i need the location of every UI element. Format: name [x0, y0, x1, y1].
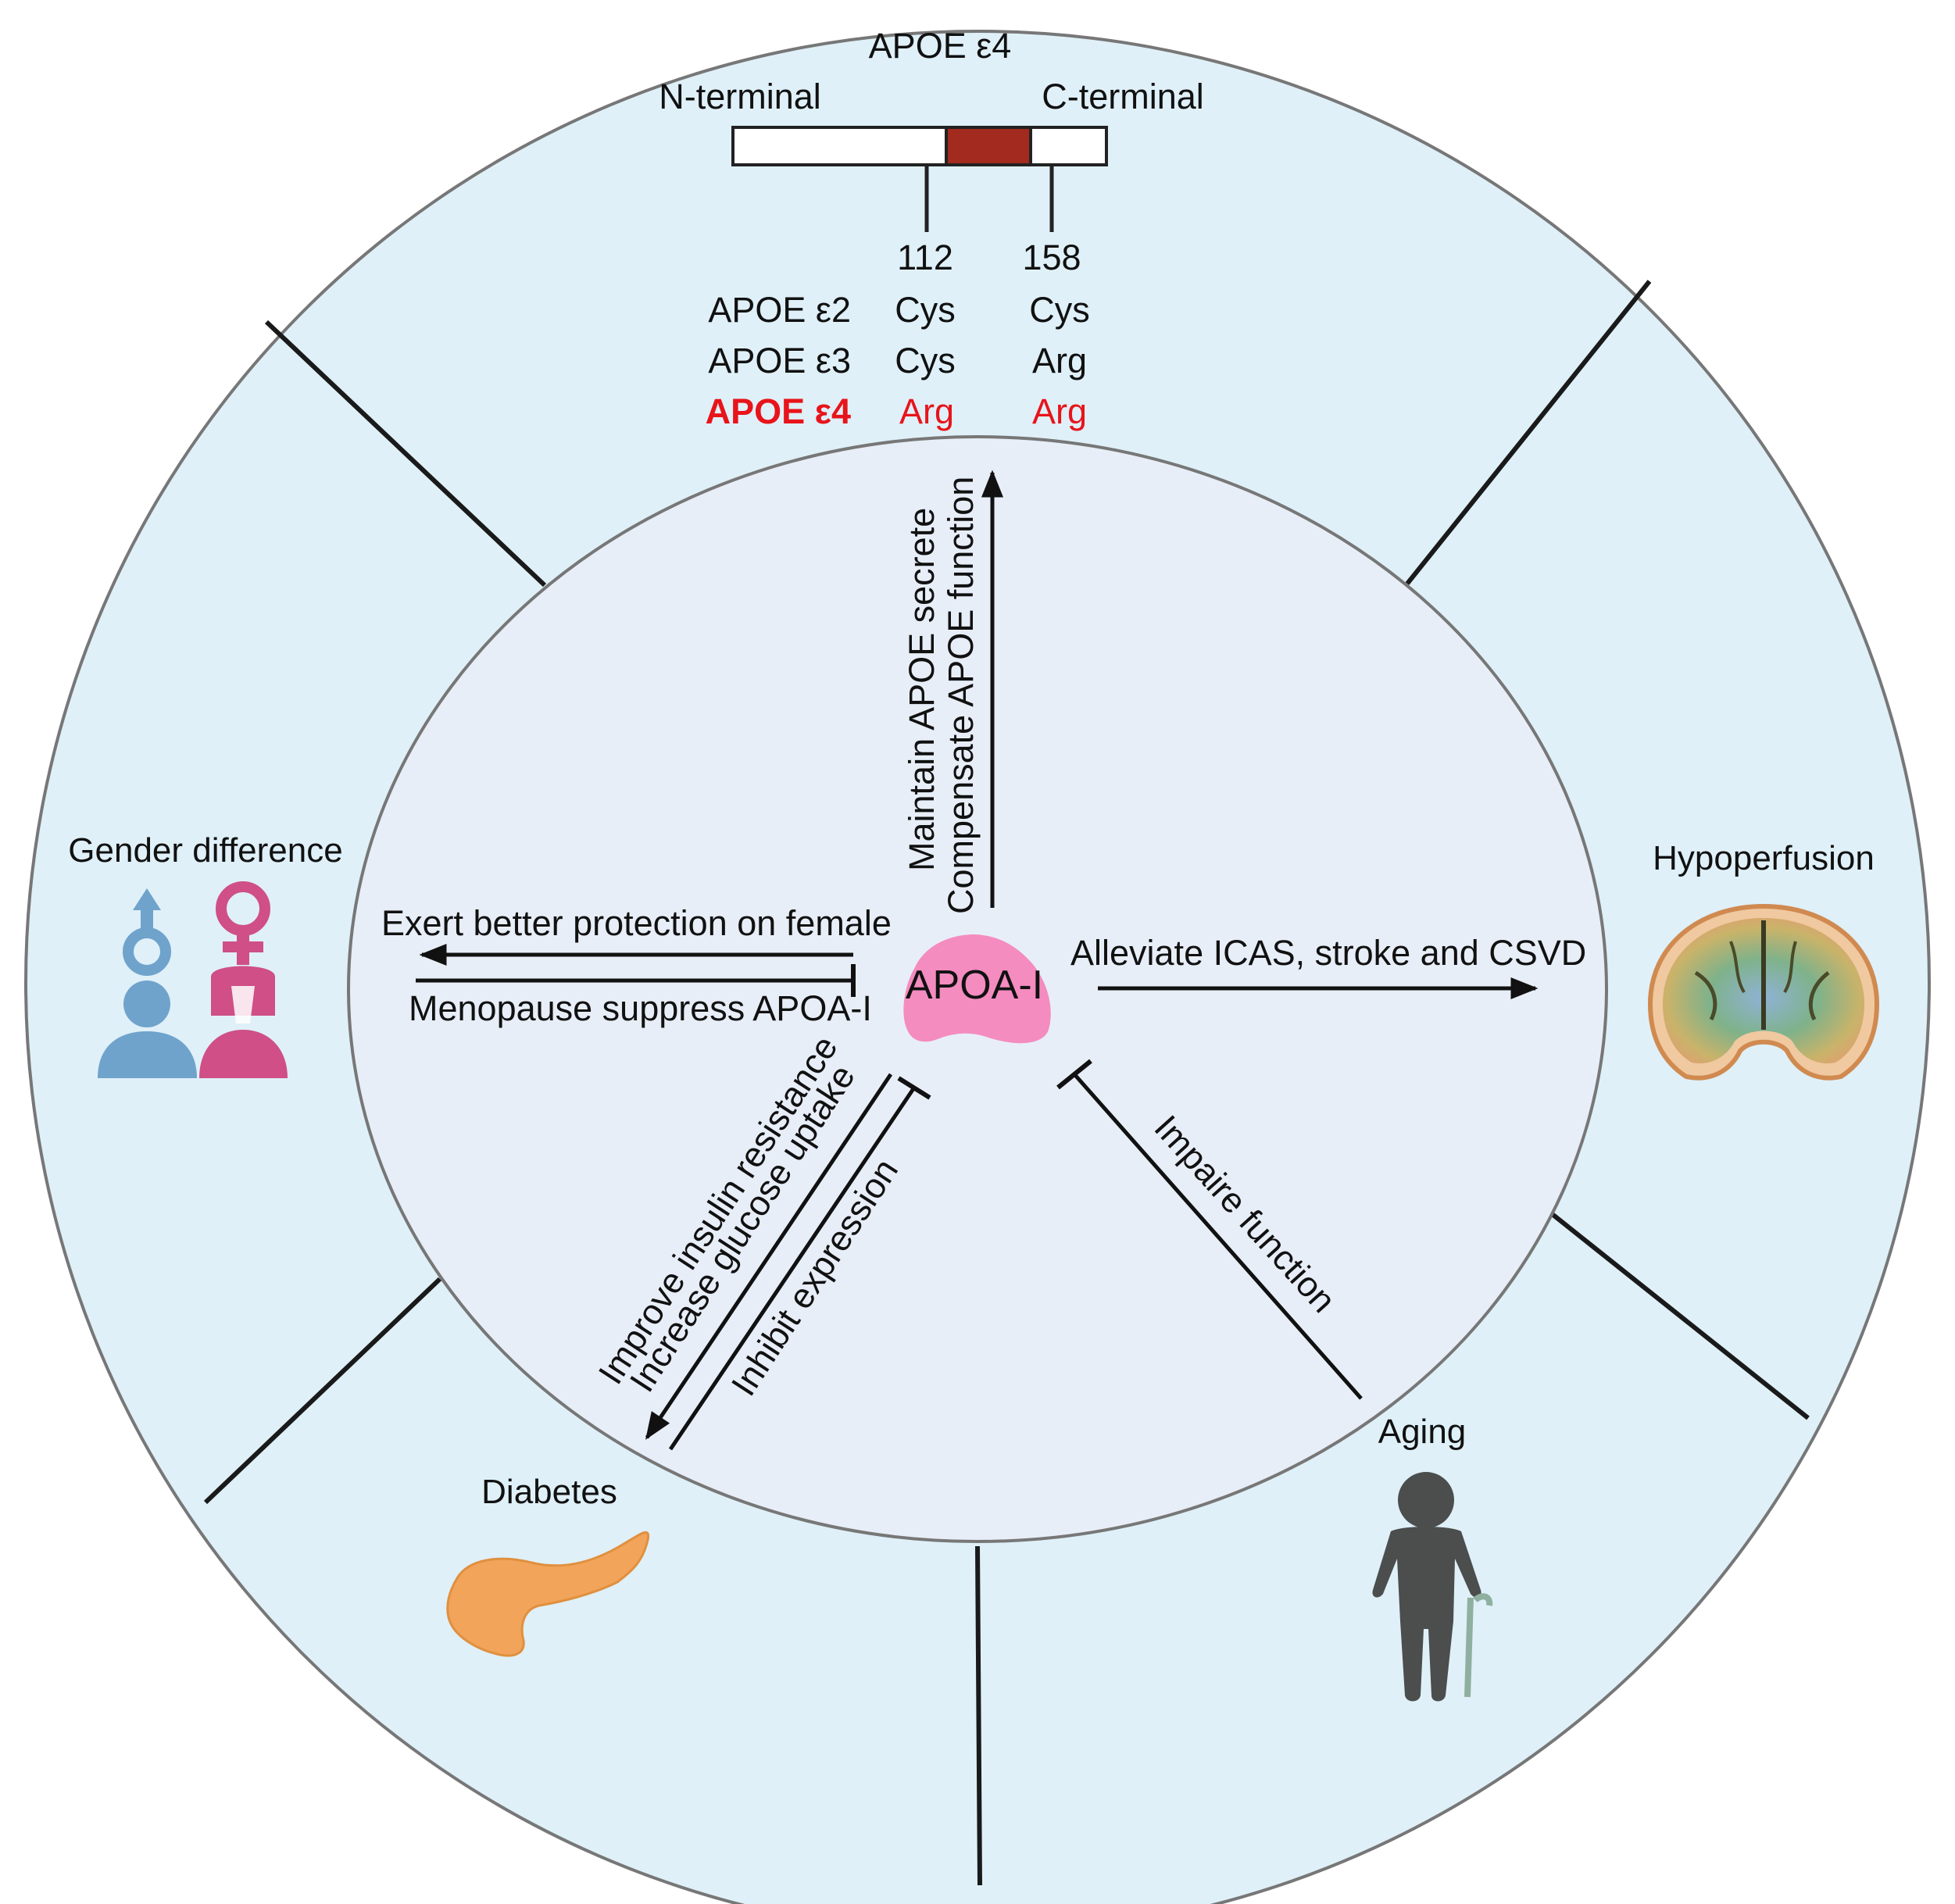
ring-dividers [203, 280, 1810, 1886]
aging-title: Aging [1378, 1413, 1467, 1451]
position-158: 158 [1022, 238, 1081, 277]
gender-title: Gender difference [68, 831, 342, 870]
diabetes-section: Diabetes [446, 1473, 649, 1657]
female-person-icon [199, 966, 288, 1078]
apoe-e4-name: APOE ε4 [706, 391, 851, 431]
c-terminal-label: C-terminal [1042, 77, 1204, 116]
right-arrow-label: Alleviate ICAS, stroke and CSVD [1070, 933, 1586, 973]
apoa1-center: APOA-I [903, 934, 1051, 1044]
diabetes-arrow-1 [645, 1073, 893, 1440]
diabetes-title: Diabetes [481, 1473, 617, 1511]
left-arrow-bottom-label: Menopause suppress APOA-I [409, 988, 872, 1028]
right-arrow-group: Alleviate ICAS, stroke and CSVD [1070, 933, 1586, 999]
aging-section: Aging [1372, 1413, 1493, 1702]
male-person-icon [98, 981, 197, 1078]
apoe-e2-name: APOE ε2 [708, 290, 851, 330]
hypoperfusion-section: Hypoperfusion [1647, 839, 1880, 1081]
hypoperfusion-title: Hypoperfusion [1653, 839, 1875, 877]
apoe-e4-158: Arg [1032, 391, 1087, 431]
male-symbol-icon [123, 888, 171, 976]
up-arrow-group: Maintain APOE secrete Compensate APOE fu… [902, 470, 1003, 914]
apoe-e2-112: Cys [895, 290, 956, 330]
left-arrow-group: Exert better protection on female Menopa… [381, 903, 892, 1028]
elderly-person-icon [1372, 1472, 1493, 1702]
up-arrow-label-1: Maintain APOE secrete [902, 508, 942, 871]
n-terminal-label: N-terminal [659, 77, 821, 116]
apoe-e3-name: APOE ε3 [708, 341, 851, 380]
position-112: 112 [897, 238, 953, 277]
apoe-title: APOE ε4 [869, 26, 1012, 66]
apoe-protein-bar [731, 126, 1108, 166]
apoe-e3-158: Arg [1032, 341, 1087, 380]
pancreas-icon [446, 1531, 649, 1657]
apoa1-shape [903, 934, 1051, 1044]
apoe-section: APOE ε4 N-terminal C-terminal 112 158 AP… [659, 26, 1204, 431]
aging-inhibit-line [1073, 1073, 1363, 1400]
apoa1-label: APOA-I [906, 963, 1043, 1008]
apoe-domain-highlight [945, 126, 1032, 166]
up-arrow-label-2: Compensate APOE function [941, 477, 981, 914]
brain-scan-icon [1647, 903, 1880, 1081]
apoe-e3-112: Cys [895, 341, 956, 380]
left-arrow-top-label: Exert better protection on female [381, 903, 892, 943]
apoe-e4-112: Arg [899, 391, 954, 431]
female-symbol-icon [216, 881, 270, 965]
gender-section: Gender difference [68, 831, 343, 1078]
diabetes-inhibit-line [668, 1086, 917, 1451]
apoe-e2-158: Cys [1029, 290, 1090, 330]
